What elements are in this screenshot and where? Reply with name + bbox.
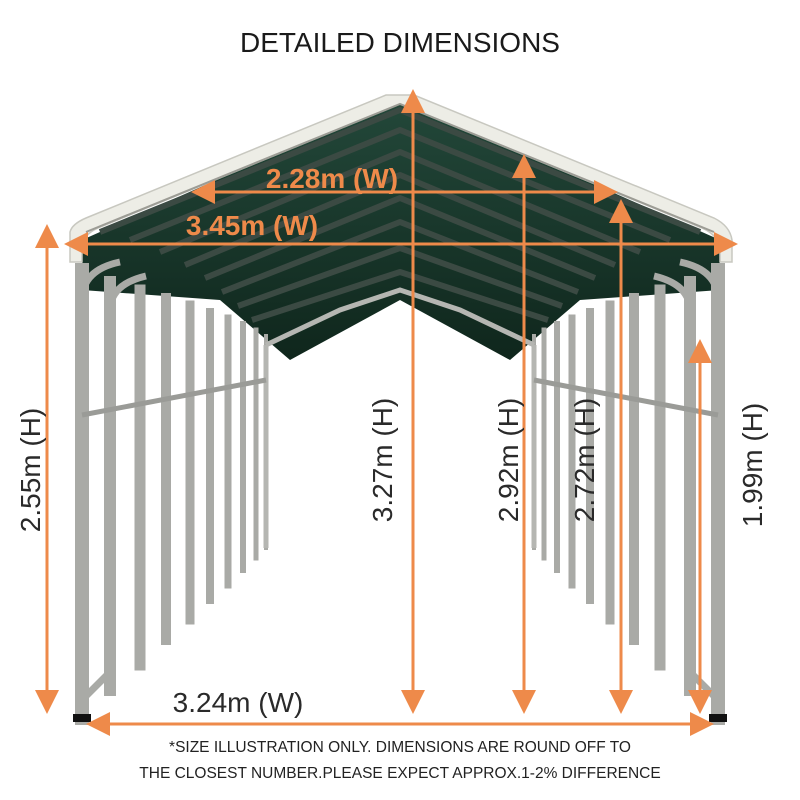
label-inner-width-top: 2.28m (W) bbox=[266, 163, 398, 194]
left-posts bbox=[75, 263, 268, 725]
disclaimer-line-2: THE CLOSEST NUMBER.PLEASE EXPECT APPROX.… bbox=[139, 765, 660, 782]
disclaimer-line-1: *SIZE ILLUSTRATION ONLY. DIMENSIONS ARE … bbox=[169, 739, 631, 756]
label-left-height: 2.55m (H) bbox=[15, 408, 46, 532]
roof-underside bbox=[82, 98, 720, 360]
base-plates bbox=[73, 714, 727, 722]
label-height-2: 2.92m (H) bbox=[493, 398, 524, 522]
label-eave-width: 3.45m (W) bbox=[186, 210, 318, 241]
label-peak-height: 3.27m (H) bbox=[367, 398, 398, 522]
page-title: DETAILED DIMENSIONS bbox=[240, 27, 560, 58]
side-rails bbox=[81, 377, 719, 418]
right-posts bbox=[532, 263, 725, 725]
label-side-height: 1.99m (H) bbox=[737, 403, 768, 527]
label-height-3: 2.72m (H) bbox=[569, 398, 600, 522]
dimension-lines bbox=[35, 89, 738, 736]
carport-structure bbox=[69, 94, 733, 725]
corner-braces bbox=[78, 258, 722, 703]
label-base-width: 3.24m (W) bbox=[173, 687, 304, 718]
